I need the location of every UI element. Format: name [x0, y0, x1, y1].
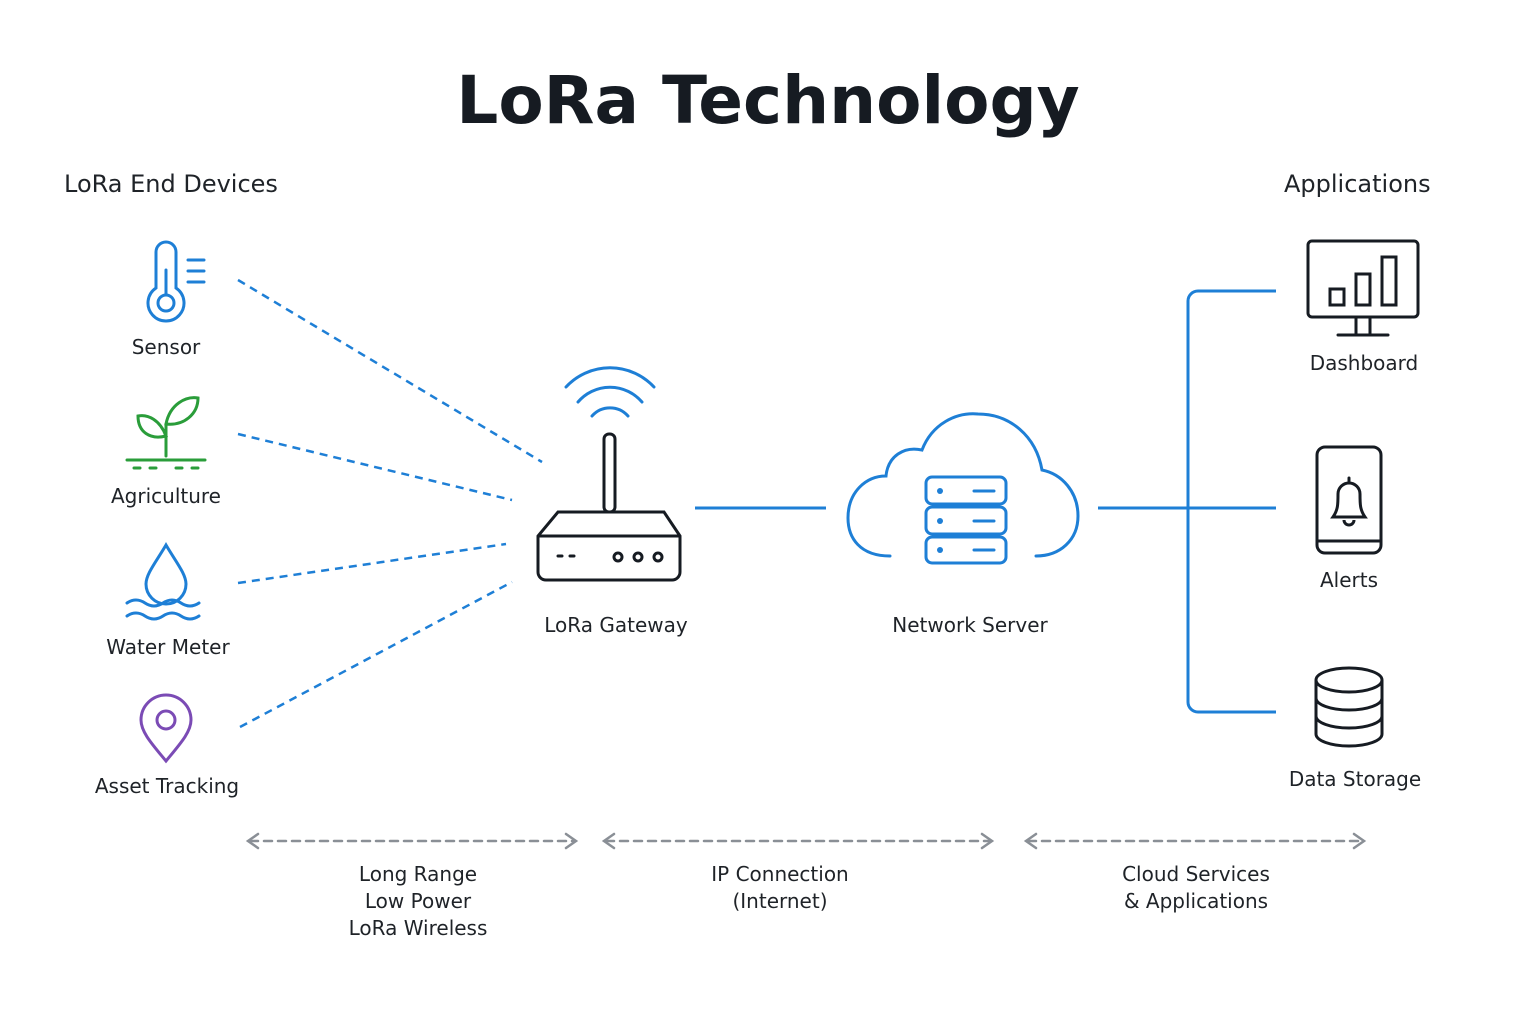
- link-agriculture: [237, 432, 513, 502]
- thermometer-icon: [146, 240, 206, 323]
- app-label-dashboard: Dashboard: [1309, 351, 1419, 375]
- plant-icon: [125, 396, 207, 470]
- gateway-label: LoRa Gateway: [544, 613, 688, 637]
- router-icon: [536, 366, 682, 582]
- link-asset-tracking: [239, 580, 513, 729]
- link-sensor: [237, 278, 543, 464]
- range-arrows: [245, 832, 1367, 850]
- devices-heading: LoRa End Devices: [64, 170, 278, 198]
- applications-heading: Applications: [1284, 170, 1431, 198]
- caption-line: (Internet): [732, 889, 828, 913]
- phone-bell-icon: [1315, 445, 1383, 555]
- device-label-asset-tracking: Asset Tracking: [94, 774, 240, 798]
- caption-line: Low Power: [364, 889, 472, 913]
- wireless-links: [237, 278, 543, 729]
- arrow-cloud-services: [1023, 832, 1367, 850]
- page-title: LoRa Technology: [456, 62, 1080, 139]
- water-drop-icon: [125, 542, 201, 621]
- caption-lora-wireless: Long Range Low Power LoRa Wireless: [318, 861, 518, 942]
- device-label-sensor: Sensor: [131, 335, 201, 359]
- device-label-agriculture: Agriculture: [111, 484, 221, 508]
- device-label-water-meter: Water Meter: [106, 635, 230, 659]
- caption-cloud-services: Cloud Services & Applications: [1096, 861, 1296, 915]
- monitor-chart-icon: [1306, 239, 1420, 337]
- link-water-meter: [237, 542, 507, 585]
- app-label-data-storage: Data Storage: [1288, 767, 1422, 791]
- caption-line: & Applications: [1123, 889, 1269, 913]
- cloud-server-icon: [846, 412, 1080, 565]
- app-label-alerts: Alerts: [1319, 568, 1379, 592]
- arrow-lora-wireless: [245, 832, 579, 850]
- location-pin-icon: [139, 693, 193, 764]
- signal-waves-icon: [564, 366, 656, 418]
- caption-line: Long Range: [358, 862, 478, 886]
- arrow-ip-connection: [601, 832, 995, 850]
- caption-ip-connection: IP Connection (Internet): [680, 861, 880, 915]
- caption-line: Cloud Services: [1122, 862, 1270, 886]
- caption-line: LoRa Wireless: [348, 916, 488, 940]
- database-icon: [1314, 666, 1384, 748]
- link-server-applications: [1098, 289, 1276, 714]
- caption-line: IP Connection: [711, 862, 849, 886]
- server-label: Network Server: [892, 613, 1048, 637]
